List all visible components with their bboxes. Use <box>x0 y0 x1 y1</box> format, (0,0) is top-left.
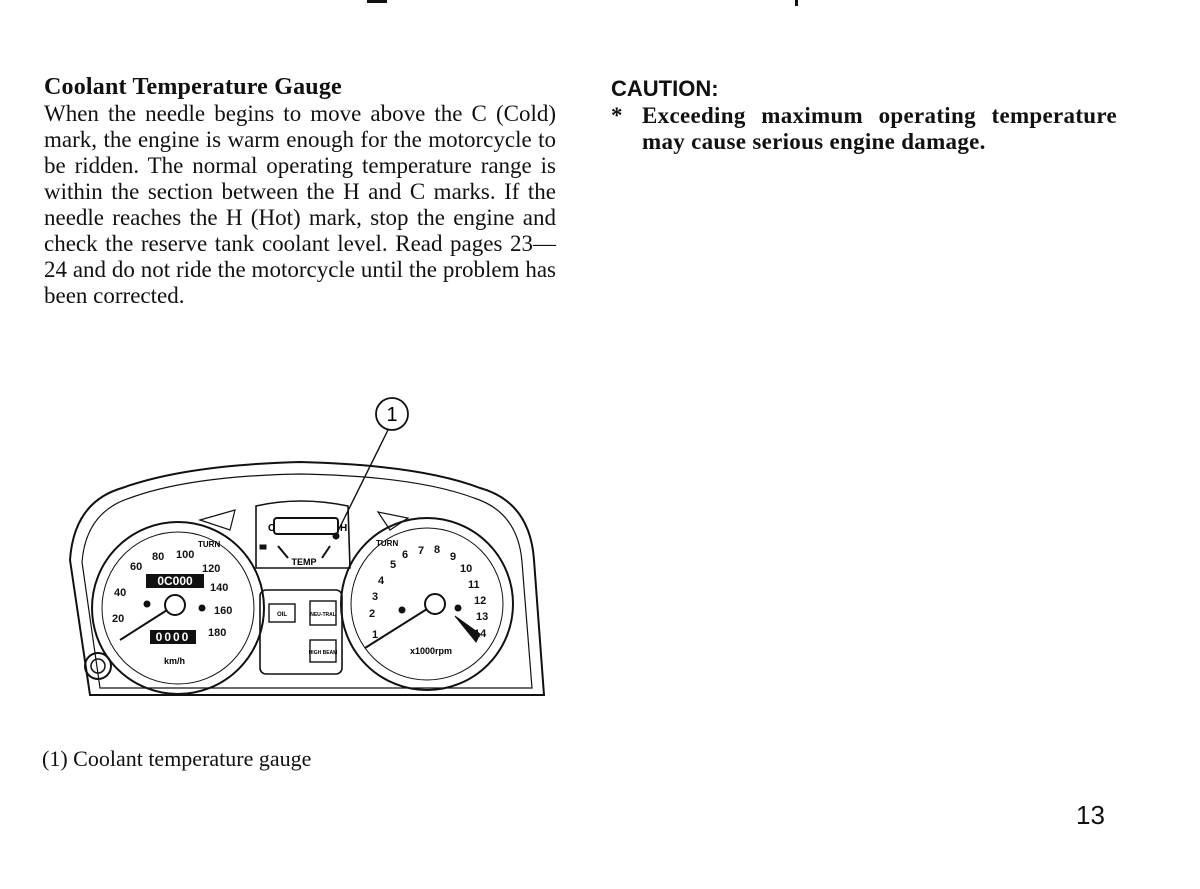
rpm-tick-7: 7 <box>418 545 424 557</box>
speed-tick-180: 180 <box>208 627 226 639</box>
rpm-tick-9: 9 <box>450 551 456 563</box>
rpm-tick-3: 3 <box>372 591 378 603</box>
caution-title: CAUTION: <box>611 76 719 101</box>
speed-tick-100: 100 <box>176 549 194 561</box>
high-beam-indicator: HIGH BEAM <box>309 650 338 656</box>
speed-tick-140: 140 <box>210 582 228 594</box>
trip-readout: 0000 <box>156 630 191 644</box>
oil-indicator: OIL <box>277 612 287 618</box>
rpm-tick-4: 4 <box>378 575 385 587</box>
page-number: 13 <box>1076 800 1105 830</box>
figure-caption: (1) Coolant temperature gauge <box>42 746 312 771</box>
section-body: When the needle begins to move above the… <box>44 101 556 308</box>
callout-number: 1 <box>386 404 397 426</box>
rpm-tick-5: 5 <box>390 559 396 571</box>
rpm-tick-11: 11 <box>468 579 480 591</box>
temp-hot-mark: H <box>340 523 347 534</box>
neutral-indicator: NEU-TRAL <box>310 612 336 618</box>
caution-text: Exceeding maximum operating temperature … <box>642 103 1117 154</box>
speedo-turn-label: TURN <box>198 540 220 549</box>
speed-tick-40: 40 <box>114 587 126 599</box>
temp-cold-mark: C <box>268 523 275 534</box>
caution-bullet: * <box>611 103 623 128</box>
rpm-tick-6: 6 <box>402 549 408 561</box>
section-title: Coolant Temperature Gauge <box>44 74 342 100</box>
rpm-tick-14: 14 <box>474 628 487 640</box>
instrument-cluster-illustration: 0C000 0000 1 C H TEMP 20 40 60 80 100 12… <box>60 390 560 720</box>
rpm-tick-8: 8 <box>434 544 440 556</box>
rpm-tick-13: 13 <box>476 611 488 623</box>
caution-item: * Exceeding maximum operating temperatur… <box>611 103 1117 155</box>
rpm-tick-10: 10 <box>460 563 472 575</box>
speed-tick-60: 60 <box>130 561 142 573</box>
speed-tick-80: 80 <box>152 551 164 563</box>
instrument-cluster-drawing: 0C000 0000 1 C H TEMP 20 40 60 80 100 12… <box>68 397 546 696</box>
tacho-turn-label: TURN <box>376 539 398 548</box>
rpm-tick-12: 12 <box>474 595 486 607</box>
odometer-readout: 0C000 <box>157 574 193 588</box>
rpm-unit: x1000rpm <box>410 646 452 656</box>
top-edge-marks <box>0 0 1200 10</box>
rpm-tick-2: 2 <box>369 608 375 620</box>
speed-tick-20: 20 <box>112 613 124 625</box>
speed-tick-120: 120 <box>202 563 220 575</box>
temp-gauge-label: TEMP <box>291 557 316 567</box>
speed-unit: km/h <box>164 656 185 666</box>
speed-tick-160: 160 <box>214 605 232 617</box>
rpm-tick-1: 1 <box>372 629 378 641</box>
